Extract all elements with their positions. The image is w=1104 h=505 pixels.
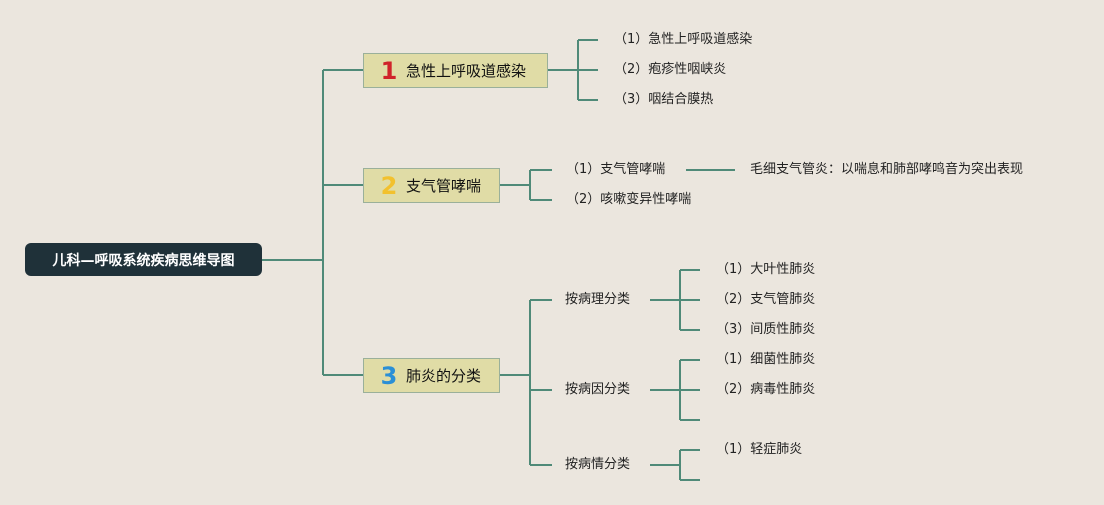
branch-3-title: 肺炎的分类: [406, 367, 482, 385]
connector-branch-1: [548, 39, 598, 101]
connector-branch-3: [500, 299, 552, 466]
branch-2-item-2[interactable]: （2）咳嗽变异性哮喘: [566, 192, 692, 207]
number-2-icon: 2: [380, 171, 398, 200]
number-3-icon: 3: [380, 361, 398, 390]
branch-1-title: 急性上呼吸道感染: [406, 62, 527, 80]
number-1-icon: 1: [380, 56, 398, 85]
branch-2-note[interactable]: 毛细支气管炎：以喘息和肺部哮鸣音为突出表现: [750, 162, 1024, 177]
group-cause-item-2[interactable]: （2）病毒性肺炎: [716, 382, 816, 397]
root-node[interactable]: 儿科—呼吸系统疾病思维导图: [25, 243, 262, 276]
group-pathology-item-1[interactable]: （1）大叶性肺炎: [716, 262, 816, 277]
group-pathology-item-2[interactable]: （2）支气管肺炎: [716, 292, 816, 307]
connector-group-3: [650, 449, 700, 481]
branch-1-item-2[interactable]: （2）疱疹性咽峡炎: [614, 62, 727, 77]
branch-2-title: 支气管哮喘: [406, 177, 482, 195]
branch-1-item-3[interactable]: （3）咽结合膜热: [614, 92, 714, 107]
connector-branch-2: [500, 169, 552, 201]
branch-2-item-1[interactable]: （1）支气管哮喘: [566, 162, 666, 177]
group-severity-item-1[interactable]: （1）轻症肺炎: [716, 442, 803, 457]
group-cause-item-1[interactable]: （1）细菌性肺炎: [716, 352, 816, 367]
group-cause[interactable]: 按病因分类: [565, 382, 631, 397]
connector-group-1: [650, 269, 700, 331]
root-title: 儿科—呼吸系统疾病思维导图: [52, 252, 235, 269]
branch-node-3[interactable]: 3 肺炎的分类: [363, 358, 500, 393]
group-pathology-item-3[interactable]: （3）间质性肺炎: [716, 322, 816, 337]
connector-group-2: [650, 359, 700, 421]
group-pathology[interactable]: 按病理分类: [565, 292, 631, 307]
group-severity[interactable]: 按病情分类: [565, 457, 631, 472]
branch-node-2[interactable]: 2 支气管哮喘: [363, 168, 500, 203]
branch-node-1[interactable]: 1 急性上呼吸道感染: [363, 53, 548, 88]
branch-1-item-1[interactable]: （1）急性上呼吸道感染: [614, 32, 753, 47]
